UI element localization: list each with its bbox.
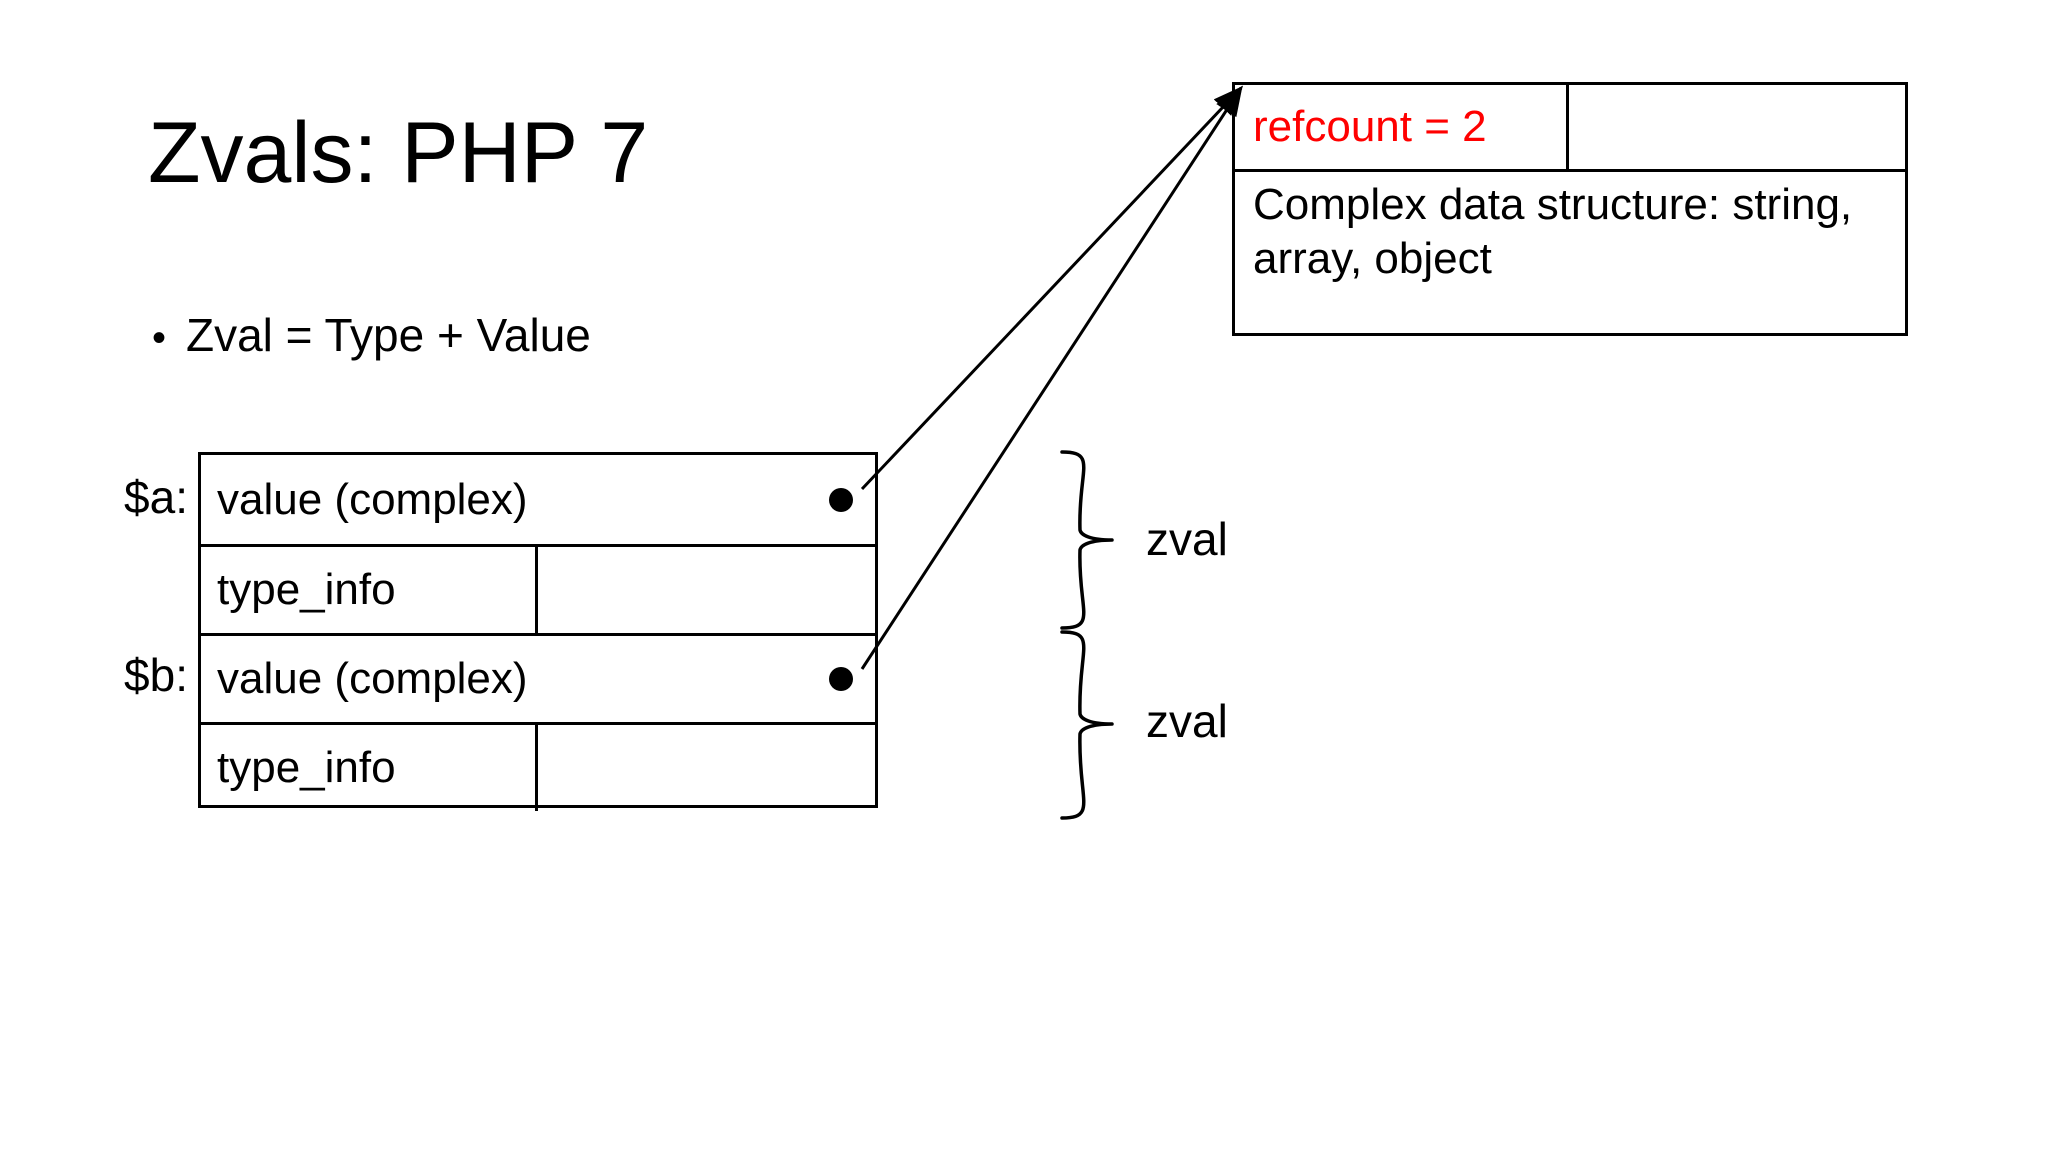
table-row: type_info [201, 544, 875, 633]
zval-table: value (complex) type_info value (complex… [198, 452, 878, 811]
brace-zval-1 [1060, 450, 1114, 630]
complex-structure-box: refcount = 2 Complex data structure: str… [1232, 82, 1908, 336]
refcount-label: refcount = 2 [1235, 85, 1569, 169]
cell-type-info-b: type_info [201, 725, 538, 811]
table-row: value (complex) [201, 633, 875, 722]
brace-label-zval-2: zval [1146, 695, 1228, 747]
refcount-blank-cell [1569, 85, 1905, 169]
complex-structure-description: Complex data structure: string, array, o… [1253, 180, 1853, 283]
pointer-arrow-a [860, 85, 1244, 491]
bullet-marker-icon: • [152, 316, 167, 360]
cell-type-info-a: type_info [201, 547, 538, 633]
pointer-arrow-b [860, 85, 1243, 670]
table-row: type_info [201, 722, 875, 811]
cell-blank-b [538, 725, 875, 811]
pointer-dot-icon [829, 667, 853, 691]
table-row: value (complex) [201, 455, 875, 544]
brace-label-zval-1: zval [1146, 513, 1228, 565]
pointer-dot-icon [829, 487, 853, 512]
cell-value-complex-a: value (complex) [217, 474, 528, 524]
brace-zval-2 [1060, 630, 1114, 820]
bullet-text: Zval = Type + Value [186, 309, 591, 361]
refcount-row: refcount = 2 [1235, 85, 1905, 172]
variable-label-b: $b: [124, 649, 188, 701]
cell-blank-a [538, 547, 875, 633]
variable-label-a: $a: [124, 471, 188, 523]
cell-value-complex-b: value (complex) [217, 654, 528, 703]
page-title: Zvals: PHP 7 [148, 105, 649, 201]
bullet-item: • Zval = Type + Value [152, 310, 591, 361]
